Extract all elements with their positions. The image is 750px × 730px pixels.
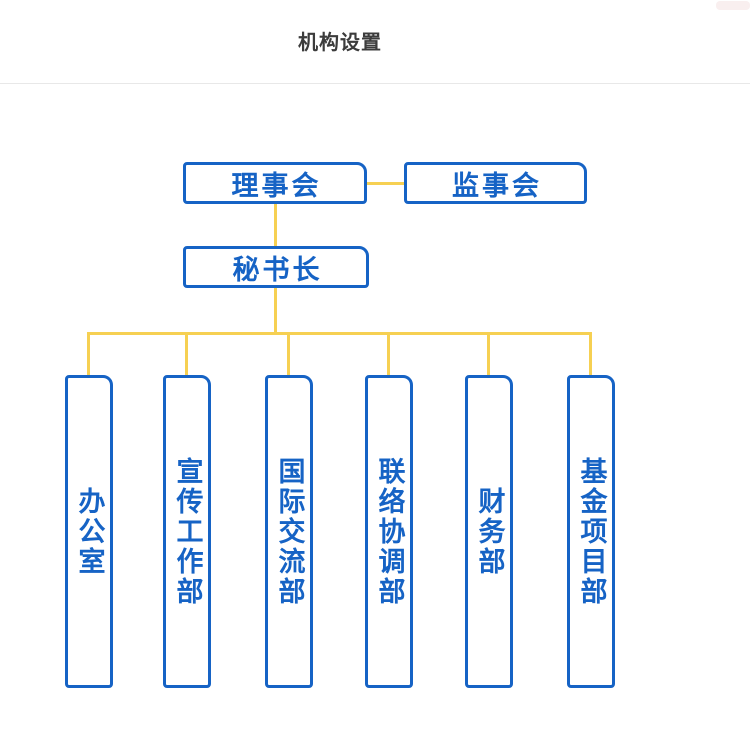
org-node-fund-project-dept: 基金项目部	[567, 375, 615, 688]
connector-drop-international	[287, 333, 290, 376]
connector-distribution-line	[87, 332, 592, 335]
org-node-label: 基金项目部	[576, 456, 607, 607]
header-divider	[0, 83, 750, 84]
connector-board-secretary	[274, 203, 277, 248]
org-node-secretary-general: 秘书长	[183, 246, 369, 288]
org-node-label: 财务部	[474, 486, 505, 577]
connector-drop-office	[87, 333, 90, 376]
page-title: 机构设置	[298, 32, 382, 54]
org-node-label: 理事会	[231, 170, 322, 201]
org-node-liaison-coordination-dept: 联络协调部	[365, 375, 413, 688]
org-node-label: 国际交流部	[274, 456, 305, 607]
org-node-label: 办公室	[74, 486, 105, 577]
org-node-office: 办公室	[65, 375, 113, 688]
org-node-label: 监事会	[452, 170, 542, 201]
connector-secretary-departments	[274, 287, 277, 333]
org-node-label: 宣传工作部	[172, 456, 203, 607]
org-node-label: 秘书长	[232, 254, 323, 285]
org-node-publicity-dept: 宣传工作部	[163, 375, 211, 688]
org-node-international-exchange-dept: 国际交流部	[265, 375, 313, 688]
connector-drop-finance	[487, 333, 490, 376]
connector-drop-fund	[589, 333, 592, 376]
connector-drop-liaison	[387, 333, 390, 376]
org-node-finance-dept: 财务部	[465, 375, 513, 688]
org-node-board-of-supervisors: 监事会	[404, 162, 587, 204]
scrollbar-remnant	[716, 1, 750, 10]
org-node-label: 联络协调部	[374, 456, 405, 607]
org-node-board-of-directors: 理事会	[183, 162, 367, 204]
connector-drop-publicity	[185, 333, 188, 376]
connector-board-supervisor	[367, 182, 405, 185]
